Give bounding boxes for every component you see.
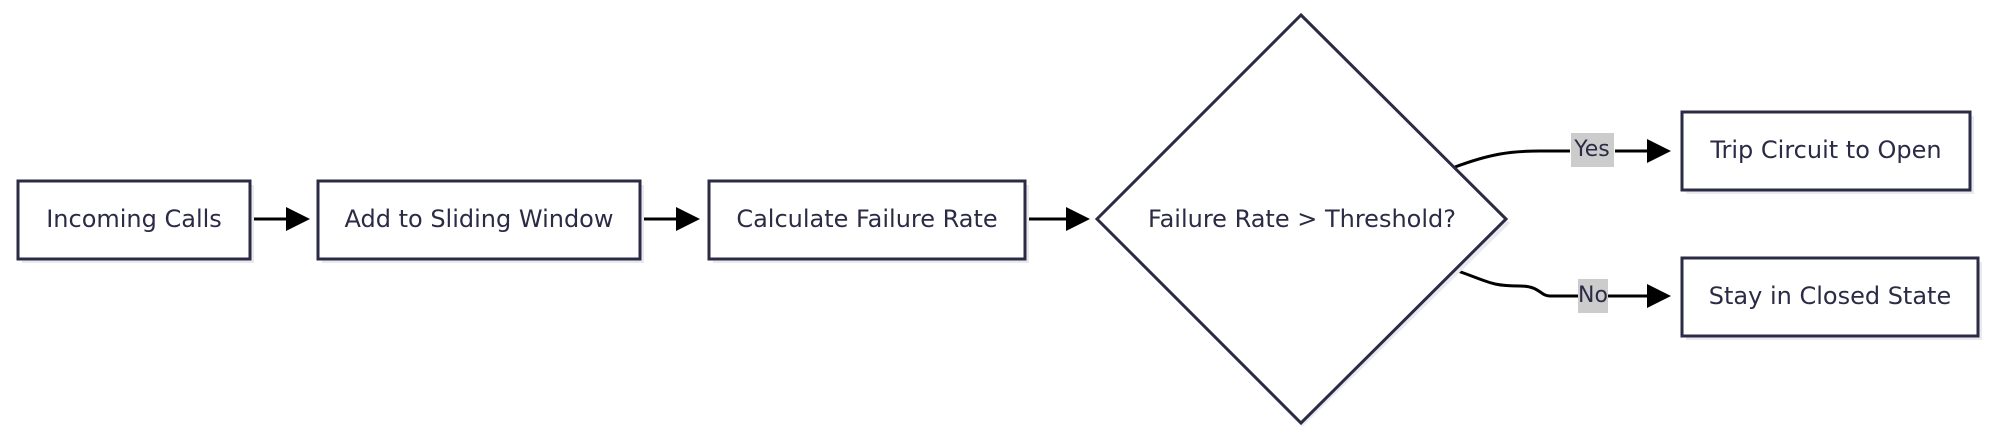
- edge-label-yes: Yes: [1571, 133, 1614, 167]
- node-stay-closed-state[interactable]: Stay in Closed State: [1680, 256, 1982, 340]
- edge-label-no: No: [1578, 279, 1608, 313]
- node-stay-closed-state-label: Stay in Closed State: [1709, 282, 1951, 310]
- node-add-to-sliding-window-label: Add to Sliding Window: [345, 205, 614, 233]
- node-decision-threshold-label: Failure Rate > Threshold?: [1148, 205, 1456, 233]
- edge-decision-no-to-stay: [1454, 268, 1665, 296]
- node-incoming-calls-label: Incoming Calls: [46, 205, 222, 233]
- edge-decision-yes-to-trip: [1454, 151, 1665, 167]
- edge-label-no-background: [1578, 279, 1608, 313]
- node-trip-circuit-open-label: Trip Circuit to Open: [1709, 136, 1941, 164]
- node-trip-circuit-open[interactable]: Trip Circuit to Open: [1680, 110, 1974, 194]
- edge-label-yes-text: Yes: [1573, 137, 1610, 162]
- node-calculate-failure-rate[interactable]: Calculate Failure Rate: [707, 179, 1029, 263]
- node-decision-threshold[interactable]: Failure Rate > Threshold?: [1094, 12, 1510, 427]
- edge-label-yes-background: [1571, 133, 1614, 167]
- node-calculate-failure-rate-label: Calculate Failure Rate: [736, 205, 997, 233]
- node-add-to-sliding-window[interactable]: Add to Sliding Window: [316, 179, 644, 263]
- edge-label-no-text: No: [1578, 283, 1608, 308]
- node-incoming-calls[interactable]: Incoming Calls: [16, 179, 254, 263]
